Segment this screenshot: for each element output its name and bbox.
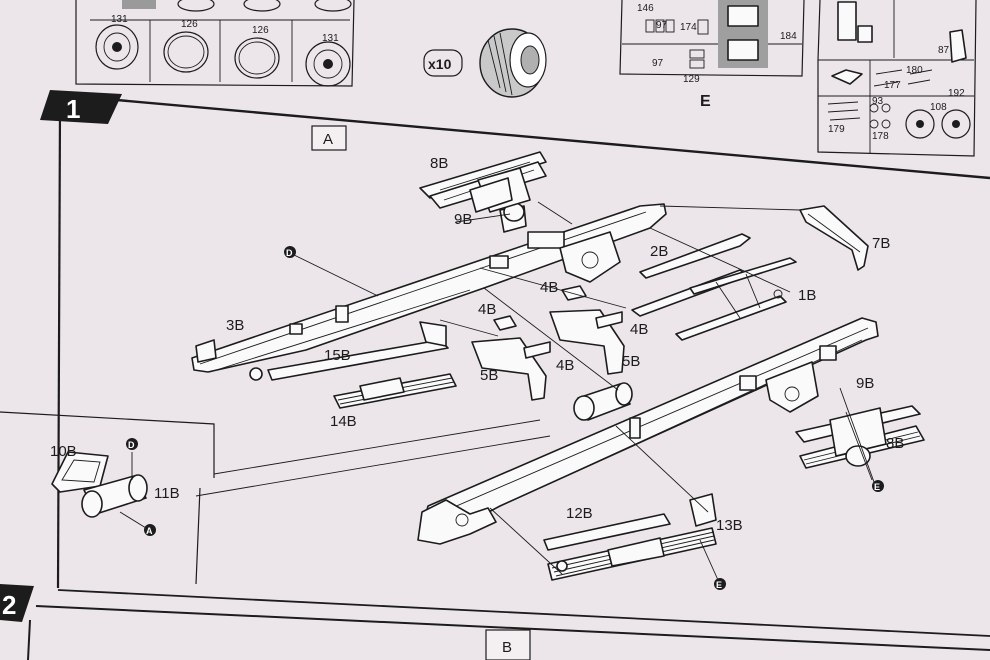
ring-126-left <box>163 31 209 73</box>
view-label-a: A <box>323 131 333 148</box>
callout-e-bottom: E <box>714 578 726 590</box>
ring-126-right <box>234 37 280 79</box>
step-1-badge <box>40 90 122 124</box>
part-label-2b: 2B <box>650 243 668 260</box>
part-label-9b-right: 9B <box>856 375 874 392</box>
step-1-panel: 1 A <box>40 90 990 637</box>
callout-d-inset: D <box>126 438 138 450</box>
part-label-7b: 7B <box>872 235 890 252</box>
part-label-9b-top: 9B <box>454 211 472 228</box>
part-label-15b: 15B <box>324 347 351 364</box>
part-num-97-b: 97 <box>652 58 664 69</box>
svg-text:E: E <box>874 482 880 492</box>
part-num-93: 93 <box>872 96 884 107</box>
part-label-5b-a: 5B <box>622 353 640 370</box>
crossmember-7b <box>799 205 869 271</box>
rear-spring-right <box>795 405 925 469</box>
step-2-badge <box>0 584 34 622</box>
step-2-number: 2 <box>2 590 16 620</box>
sprue-right: 87 180 177 93 192 179 178 108 <box>817 0 977 157</box>
part-label-4b-b: 4B <box>478 301 496 318</box>
step-1-number: 1 <box>66 94 80 124</box>
part-num-126-b: 126 <box>252 25 269 36</box>
part-label-8b-right: 8B <box>886 435 904 452</box>
leader-lines <box>119 201 875 581</box>
svg-text:D: D <box>286 248 293 258</box>
sprue-wheels: 131 126 126 131 <box>75 0 355 87</box>
part-num-129: 129 <box>683 74 700 85</box>
inset-detail <box>0 411 551 585</box>
part-num-179: 179 <box>828 124 845 135</box>
front-leaf-spring <box>249 321 457 409</box>
rear-spring-top <box>419 151 547 222</box>
tire-multiplier: x10 <box>428 56 452 72</box>
svg-text:A: A <box>146 526 153 536</box>
part-label-14b: 14B <box>330 413 357 430</box>
part-label-3b: 3B <box>226 317 244 334</box>
callout-d-main: D <box>284 246 296 258</box>
callout-e-right: E <box>872 480 884 492</box>
sprue-e: 146 97 174 97 129 184 E <box>619 0 805 110</box>
part-num-174: 174 <box>680 22 697 33</box>
part-label-11b: 11B <box>154 485 180 502</box>
brackets-4b-5b <box>471 285 625 401</box>
part-num-178: 178 <box>872 131 889 142</box>
part-num-131-b: 131 <box>322 33 339 44</box>
wheel-131-left <box>95 24 139 70</box>
part-label-1b: 1B <box>798 287 816 304</box>
part-num-146: 146 <box>637 3 654 14</box>
part-label-12b: 12B <box>566 505 593 522</box>
part-label-8b-top: 8B <box>430 155 448 172</box>
part-label-10b: 10B <box>50 443 77 460</box>
fuel-tank <box>573 382 633 421</box>
part-label-4b-a: 4B <box>540 279 558 296</box>
part-label-13b: 13B <box>716 517 743 534</box>
part-num-108: 108 <box>930 102 947 113</box>
right-chassis-rail <box>417 317 879 545</box>
sprue-e-letter: E <box>700 93 711 110</box>
part-num-87: 87 <box>938 45 950 56</box>
part-num-180: 180 <box>906 65 923 76</box>
part-num-97-a: 97 <box>656 20 668 31</box>
step-2-panel: 2 B <box>0 584 990 660</box>
callout-a-inset: A <box>144 524 156 536</box>
view-label-b: B <box>502 639 512 656</box>
tire-x10: x10 <box>423 28 547 98</box>
part-num-126-a: 126 <box>181 19 198 30</box>
part-label-5b-b: 5B <box>480 367 498 384</box>
rear-leaf-spring <box>543 493 717 581</box>
wheel-131-right <box>305 41 351 87</box>
crossmember-1b <box>675 257 797 341</box>
part-num-192: 192 <box>948 88 965 99</box>
part-num-184: 184 <box>780 31 797 42</box>
part-label-4b-d: 4B <box>556 357 574 374</box>
part-num-131-a: 131 <box>111 14 128 25</box>
svg-text:D: D <box>128 440 135 450</box>
svg-text:E: E <box>716 580 722 590</box>
part-num-177: 177 <box>884 80 901 91</box>
part-label-4b-c: 4B <box>630 321 648 338</box>
